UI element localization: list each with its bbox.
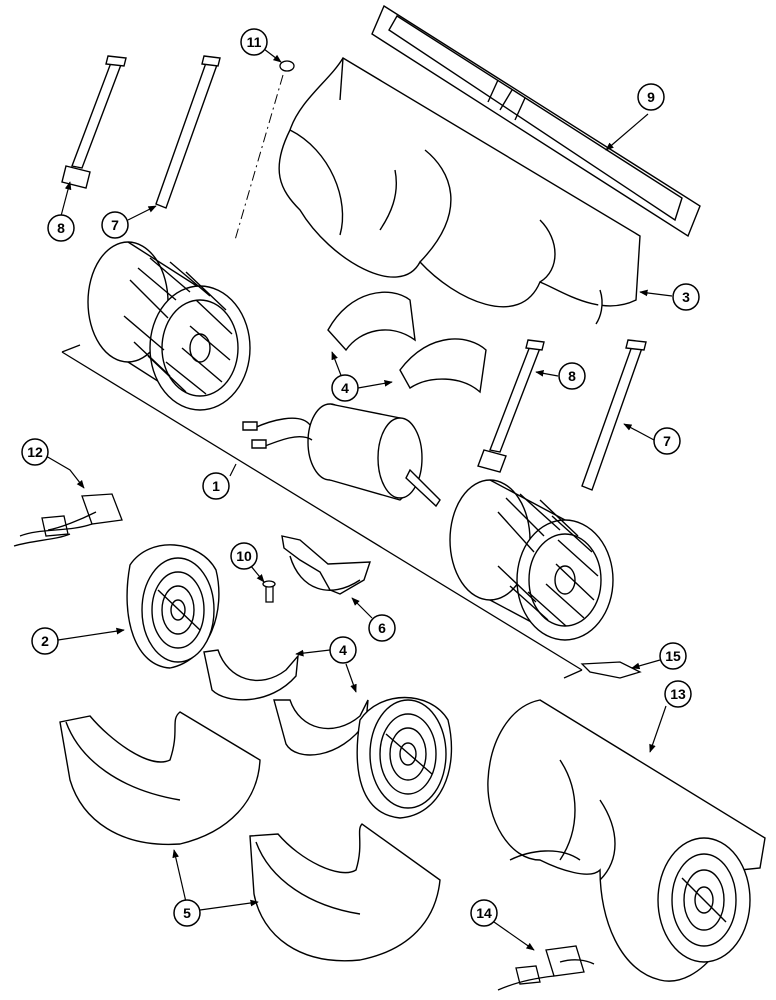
retaining-strap-upper (62, 56, 126, 188)
callout-label: 9 (647, 89, 655, 105)
upper-scroll-housing (279, 58, 640, 324)
drain-tube-lower (582, 340, 646, 490)
callout-2: 2 (31, 627, 59, 655)
callout-label: 13 (670, 686, 686, 702)
assembly-bracket-line (61, 344, 583, 679)
callout-15: 15 (659, 642, 687, 670)
callout-label: 11 (247, 34, 262, 50)
callout-label: 6 (378, 620, 386, 636)
callout-label: 3 (682, 289, 690, 305)
callout-label: 1 (212, 478, 220, 494)
resistor-assembly-upper (14, 494, 122, 546)
blower-motor (243, 404, 440, 506)
gasket-frame (372, 6, 700, 236)
callout-label: 7 (111, 217, 119, 233)
blower-assembly-complete (488, 700, 765, 981)
callout-12: 12 (21, 438, 49, 466)
callout-label: 4 (341, 380, 349, 396)
callout-5: 5 (173, 899, 201, 927)
callout-14: 14 (470, 899, 498, 927)
callout-3: 3 (672, 283, 700, 311)
retaining-strap-lower (478, 340, 544, 472)
callout-label: 10 (236, 548, 252, 564)
small-bracket (582, 662, 640, 678)
callout-label: 2 (41, 633, 49, 649)
callout-7-upper: 7 (101, 211, 129, 239)
callout-8-upper: 8 (47, 214, 75, 242)
screw (263, 581, 275, 602)
callout-9: 9 (637, 83, 665, 111)
inlet-ring-left (127, 545, 219, 668)
inlet-ring-right (357, 698, 451, 819)
callout-8-lower: 8 (558, 362, 586, 390)
callout-13: 13 (664, 680, 692, 708)
callout-label: 8 (57, 220, 65, 236)
callout-4-lower: 4 (329, 636, 357, 664)
blower-wheel-left (88, 242, 250, 410)
callout-label: 15 (665, 648, 681, 664)
callout-10: 10 (230, 542, 258, 570)
callout-label: 14 (476, 905, 492, 921)
leader-lines (45, 48, 673, 951)
clamp-half-lower-b (274, 700, 368, 755)
clamp-half-lower-a (204, 650, 298, 700)
callout-label: 8 (568, 368, 576, 384)
blower-wheel-right (450, 480, 613, 640)
lower-scroll-housing-right (250, 824, 440, 961)
callout-label: 5 (183, 905, 191, 921)
callout-1: 1 (202, 472, 230, 500)
drain-tube-upper (156, 56, 220, 208)
callout-label: 7 (663, 433, 671, 449)
callout-6: 6 (368, 614, 396, 642)
clamp-half-upper-a (328, 292, 415, 350)
callout-11: 11 (240, 28, 268, 56)
callout-7-lower: 7 (653, 427, 681, 455)
callout-4-upper: 4 (331, 374, 359, 402)
lower-scroll-housing-left (60, 712, 260, 844)
clamp-half-upper-b (400, 339, 486, 392)
callout-label: 4 (339, 642, 347, 658)
callout-label: 12 (27, 444, 43, 460)
resistor-assembly-lower (498, 946, 594, 990)
spring-clip (280, 61, 294, 71)
motor-mount-bracket (282, 536, 370, 594)
alignment-dash (234, 74, 284, 241)
